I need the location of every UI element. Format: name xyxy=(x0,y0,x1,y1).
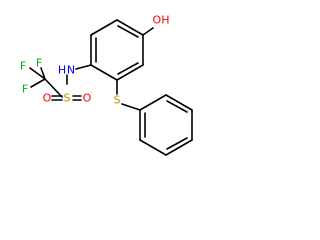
ring2-bond xyxy=(165,94,193,111)
atom-labels: OH N H S O O S F F F xyxy=(20,14,170,107)
s-phenyl-bond xyxy=(121,103,141,111)
structure-diagram: OH N H S O O S F F F xyxy=(20,14,193,156)
amine-n-label: N xyxy=(67,64,75,77)
c-f-bond xyxy=(29,67,46,80)
c-f-bond xyxy=(40,67,46,80)
ring1-bond xyxy=(116,19,144,36)
ring2-bond xyxy=(165,139,193,156)
c-n-bond xyxy=(75,64,92,70)
ring1-bond xyxy=(90,64,118,81)
ring2-bond xyxy=(139,94,167,111)
ring2-double-bond xyxy=(166,137,188,150)
fluorine-left-label: F xyxy=(20,60,26,73)
ring1-bond xyxy=(116,64,144,81)
ring2-double-bond xyxy=(166,100,188,113)
ring1-double-bond xyxy=(117,25,139,38)
sulfonyl-o-left-label: O xyxy=(43,92,52,105)
ring1-double-bond xyxy=(117,62,139,75)
c-oh-bond xyxy=(142,27,154,36)
s-c-bond xyxy=(44,78,63,98)
bond-lines xyxy=(29,19,193,156)
sulfonyl-o-right-label: O xyxy=(83,92,92,105)
sulfonyl-s-label: S xyxy=(64,92,71,105)
ring2-bond xyxy=(139,139,167,156)
hydroxyl-label: OH xyxy=(153,14,170,27)
fluorine-top-label: F xyxy=(36,57,42,70)
ring1-bond xyxy=(90,19,118,36)
thioether-s-label: S xyxy=(114,94,121,107)
fluorine-bottom-label: F xyxy=(22,83,28,96)
c-f-bond xyxy=(30,78,46,88)
amine-h-label: H xyxy=(58,64,66,77)
